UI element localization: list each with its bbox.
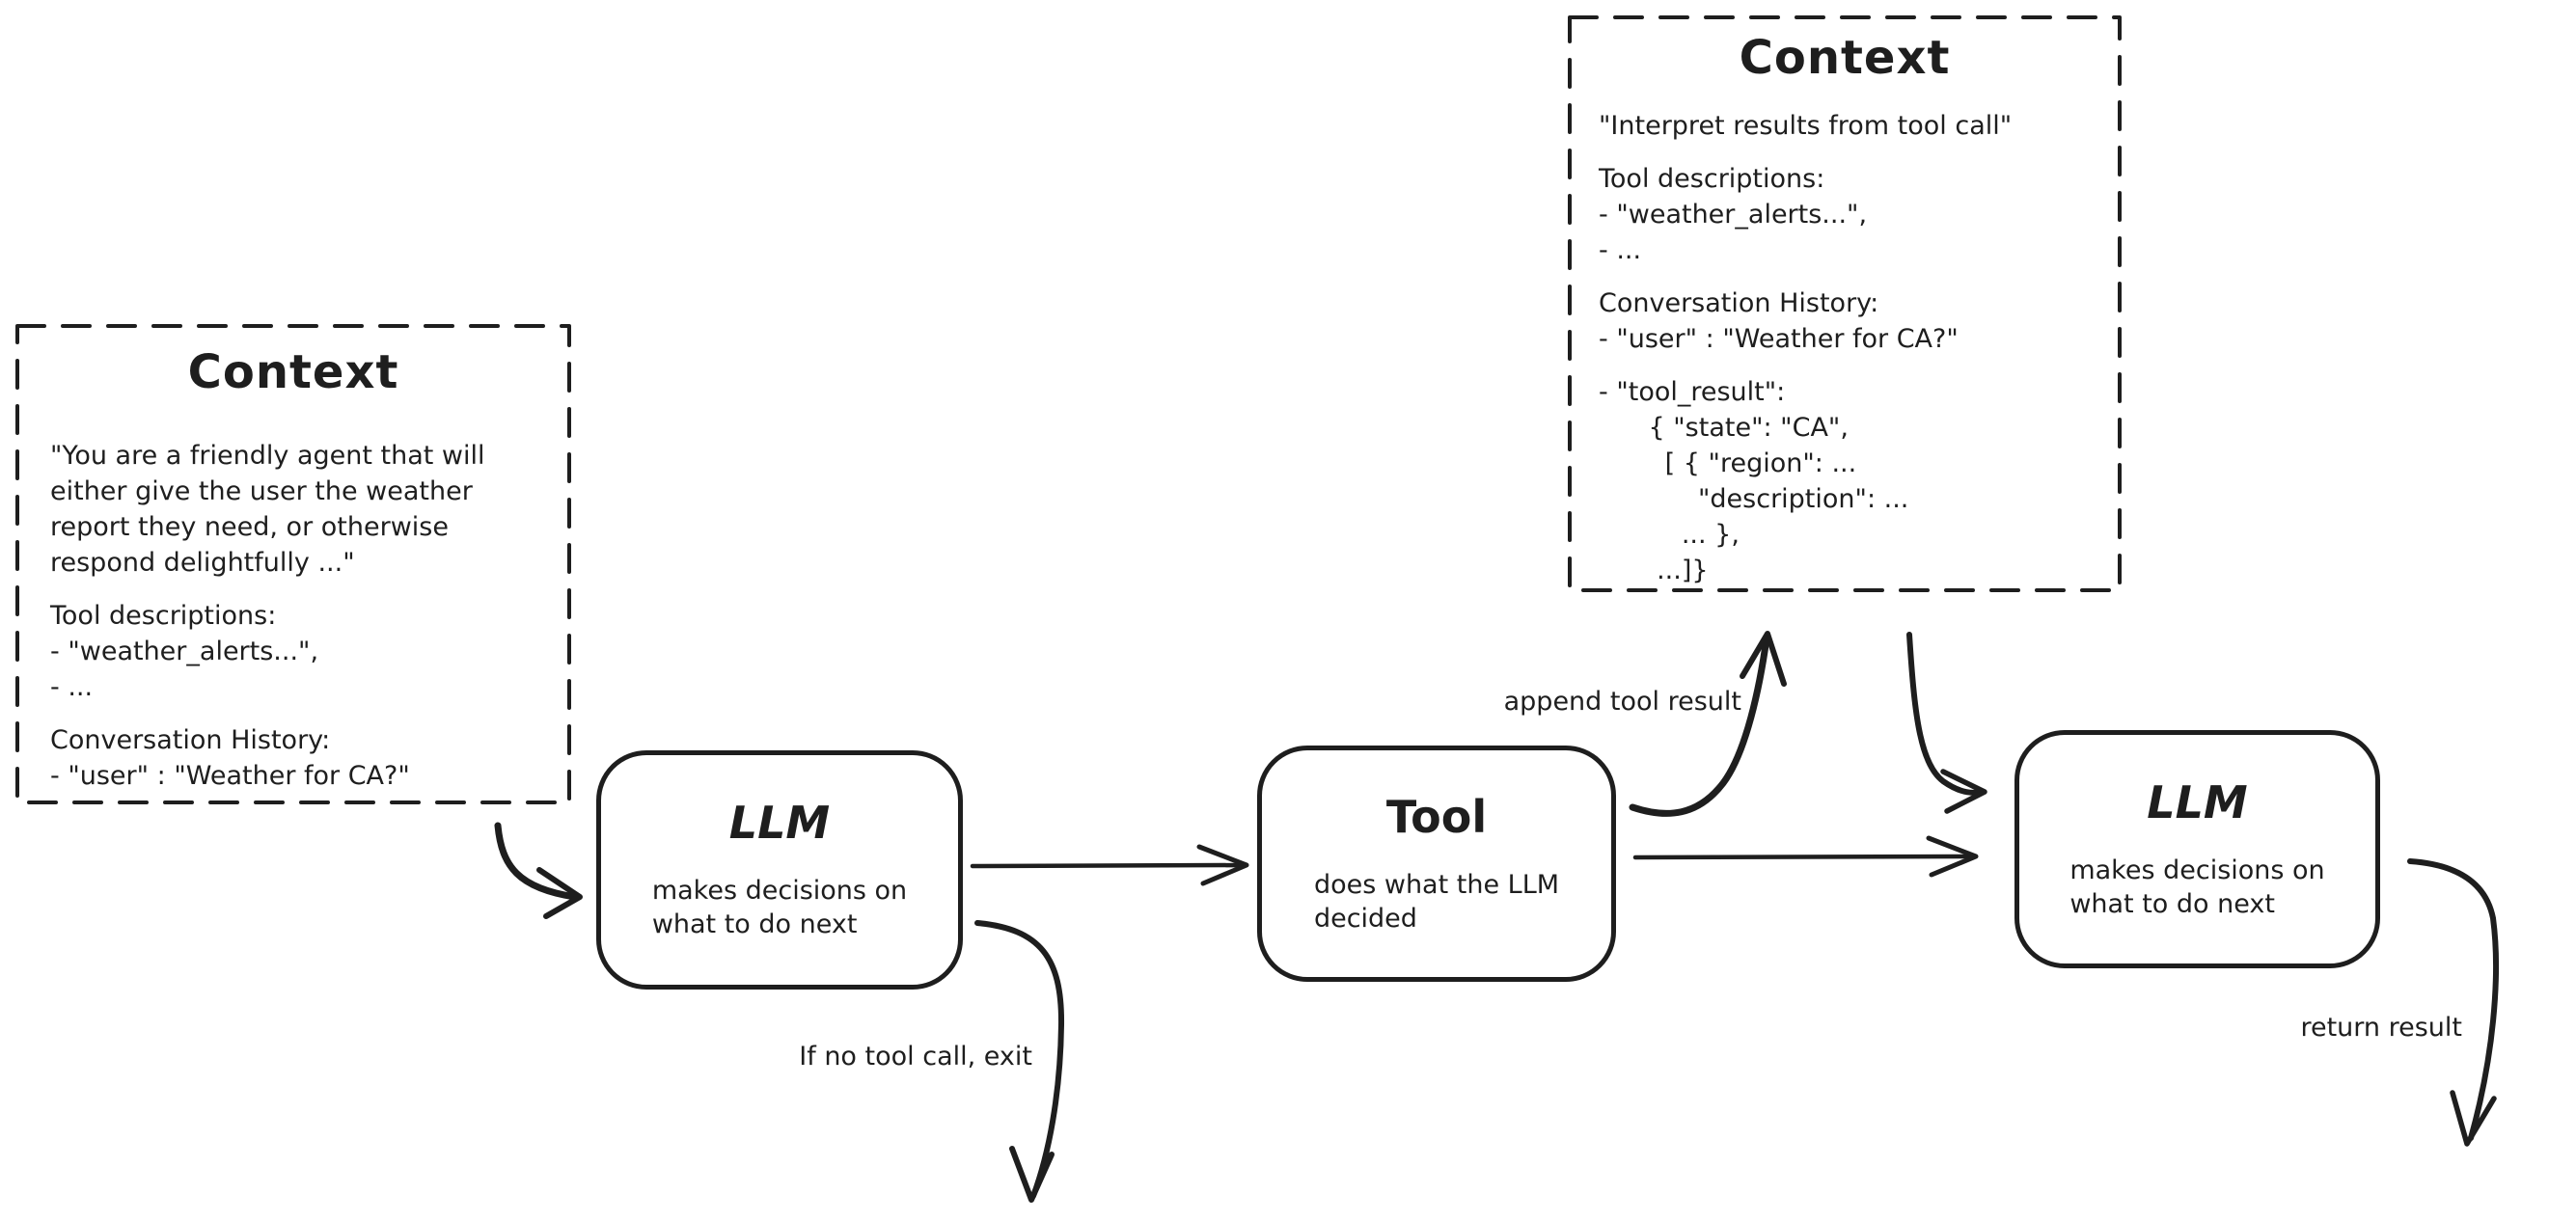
arrow-head	[2450, 1090, 2497, 1147]
arrow-head	[1196, 844, 1249, 886]
arrow-shaft	[1629, 635, 1770, 817]
arrow-llm-2-return	[2407, 858, 2500, 1147]
arrow-head	[1009, 1146, 1055, 1203]
context-left-border	[15, 324, 571, 804]
node-tool-subtitle: does what the LLM decided	[1313, 869, 1560, 934]
context-box-top: Context "Interpret results from tool cal…	[1570, 17, 2120, 590]
arrow-head	[1926, 835, 1979, 878]
context-left-title: Context	[187, 345, 399, 399]
arrow-shaft	[494, 822, 579, 901]
node-llm-1-subtitle: makes decisions on what to do next	[651, 876, 908, 939]
arrow-shaft	[2407, 858, 2500, 1141]
context-top-title: Context	[1739, 31, 1951, 85]
arrow-shaft	[1906, 632, 1984, 796]
arrow-shaft	[974, 920, 1065, 1199]
arrow-head	[536, 867, 583, 919]
arrow-llm-1-to-tool	[970, 844, 1249, 886]
edge-label-return-result: return result	[2300, 1013, 2462, 1043]
node-tool-title: Tool	[1385, 790, 1488, 843]
arrow-shaft	[970, 862, 1246, 869]
arrow-context-left-to-llm-1	[494, 822, 583, 919]
arrow-tool-to-llm-2	[1632, 835, 1979, 878]
context-box-left: Context "You are a friendly agent that w…	[17, 326, 569, 802]
arrow-context-top-to-llm-2	[1906, 632, 1987, 814]
node-tool: Tool does what the LLM decided	[1257, 746, 1616, 982]
node-llm-2: LLM makes decisions on what to do next	[2014, 730, 2380, 968]
context-top-body: "Interpret results from tool call"Tool d…	[1599, 111, 2013, 585]
node-llm-2-title: LLM	[2147, 775, 2248, 828]
edge-label-if-no-tool-call-exit: If no tool call, exit	[799, 1042, 1032, 1072]
arrow-shaft	[1632, 854, 1975, 860]
context-top-border	[1568, 15, 2122, 592]
arrow-head	[1740, 631, 1787, 687]
node-llm-1: LLM makes decisions on what to do next	[596, 750, 963, 990]
arrow-tool-to-context-top	[1629, 631, 1787, 817]
node-llm-2-subtitle: makes decisions on what to do next	[2069, 855, 2325, 919]
arrow-llm-1-exit	[974, 920, 1065, 1203]
arrow-head	[1940, 769, 1987, 814]
node-llm-1-title: LLM	[728, 797, 831, 849]
edge-label-append-tool-result: append tool result	[1503, 687, 1741, 717]
